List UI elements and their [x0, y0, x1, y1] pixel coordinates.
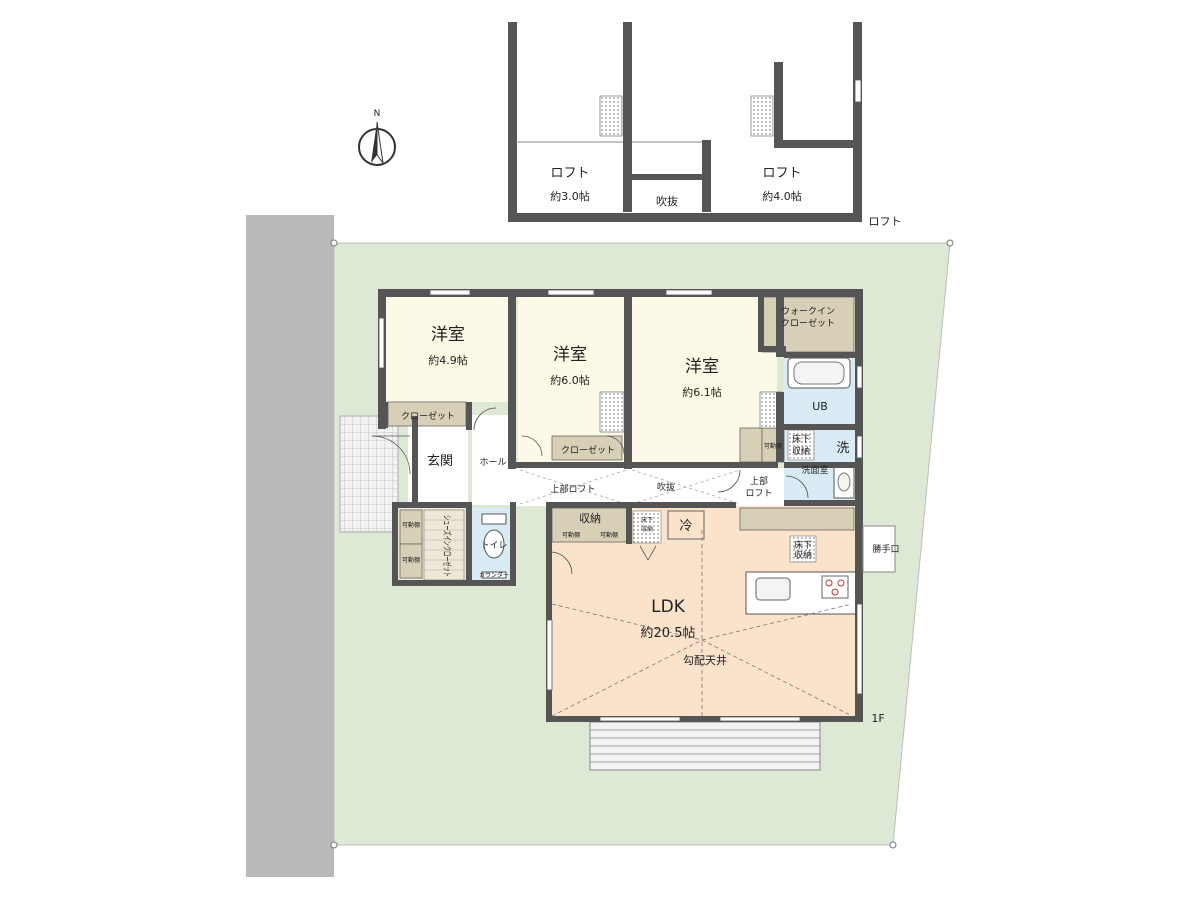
back-door-label: 勝手口	[872, 543, 899, 555]
wood-deck	[589, 721, 821, 771]
loft-room-name: ロフト	[550, 166, 589, 181]
washbasin	[833, 465, 855, 499]
upper-loft-label: 上部ロフト	[550, 483, 595, 495]
road	[246, 215, 334, 877]
washroom-label: 洗面室	[801, 464, 828, 476]
lot-corner-marker	[946, 239, 954, 247]
fridge-space	[667, 510, 705, 540]
hall-label: ホール	[479, 457, 506, 468]
loft-room-name: ロフト	[762, 166, 801, 181]
first-floor-label: 1F	[871, 712, 884, 725]
ub-label: UB	[812, 400, 828, 413]
kitchen-island	[745, 571, 857, 615]
upper-loft-label: 上部	[750, 475, 768, 487]
ladder	[599, 391, 625, 433]
shoe-closet-label: シューズインクローゼット	[441, 515, 453, 577]
loft-floor-label: ロフト	[869, 215, 902, 228]
underfloor-label: 床下	[641, 516, 653, 524]
loft-void-label: 吹抜	[656, 194, 678, 208]
storage-label: 収納	[579, 512, 601, 525]
room-name-western3: 洋室	[685, 357, 719, 377]
lot-corner-marker	[330, 841, 338, 849]
room-area-western2: 約6.0帖	[550, 373, 590, 387]
fridge-label: 冷	[679, 519, 692, 534]
void-label: 吹抜	[657, 481, 675, 493]
underfloor-label: 収納	[792, 445, 810, 457]
movable-shelf-label: 可動棚	[562, 531, 580, 539]
shoe-closet-lines	[424, 519, 464, 571]
counter-label: カウンター	[479, 571, 509, 579]
toilet-fixture	[481, 513, 507, 579]
windows	[378, 289, 863, 722]
ldk-area: 約20.5帖	[641, 626, 696, 641]
underfloor-label: 収納	[794, 549, 812, 561]
room-area-western3: 約6.1帖	[682, 385, 722, 399]
lot-corner-marker	[330, 239, 338, 247]
slope-lines	[551, 530, 853, 717]
walkin-closet-label: クローゼット	[781, 317, 835, 329]
ldk-ceiling-note: 勾配天井	[683, 653, 727, 667]
ldk-name: LDK	[651, 597, 686, 617]
bathtub	[787, 357, 851, 389]
back-door-step	[862, 525, 896, 573]
underfloor-storage	[632, 510, 662, 544]
underfloor-storage	[789, 535, 817, 563]
north-label: N	[374, 109, 381, 119]
void-lines	[519, 469, 741, 505]
toilet-label: トイレ	[480, 541, 507, 551]
wash-label: 洗	[836, 441, 849, 456]
closet-label: クローゼット	[401, 410, 455, 422]
loft-room-area: 約3.0帖	[550, 189, 590, 203]
room-area-western1: 約4.9帖	[428, 353, 468, 367]
underfloor-label: 収納	[641, 525, 653, 533]
loft-room-area: 約4.0帖	[762, 189, 802, 203]
entrance-porch	[339, 415, 399, 533]
walkin-closet-label: ウォークイン	[781, 306, 835, 317]
room-name-western1: 洋室	[431, 325, 465, 345]
north-arrow-icon	[358, 121, 396, 166]
entrance-label: 玄関	[427, 454, 453, 469]
movable-shelf-label: 可動棚	[402, 521, 420, 529]
movable-shelf-label: 可動棚	[402, 556, 420, 564]
movable-shelf-label: 可動棚	[600, 531, 618, 539]
underfloor-storage	[787, 429, 815, 461]
movable-shelf-label: 可動棚	[764, 442, 782, 450]
underfloor-label: 床下	[792, 433, 810, 445]
shoe-closet-shelves	[423, 509, 465, 581]
underfloor-label: 床下	[794, 539, 812, 551]
upper-loft-label: ロフト	[745, 489, 772, 499]
door-swings	[371, 407, 809, 575]
lot-corner-marker	[889, 841, 897, 849]
closet-label: クローゼット	[561, 444, 615, 456]
loft-plan	[508, 22, 862, 222]
room-name-western2: 洋室	[553, 345, 587, 365]
